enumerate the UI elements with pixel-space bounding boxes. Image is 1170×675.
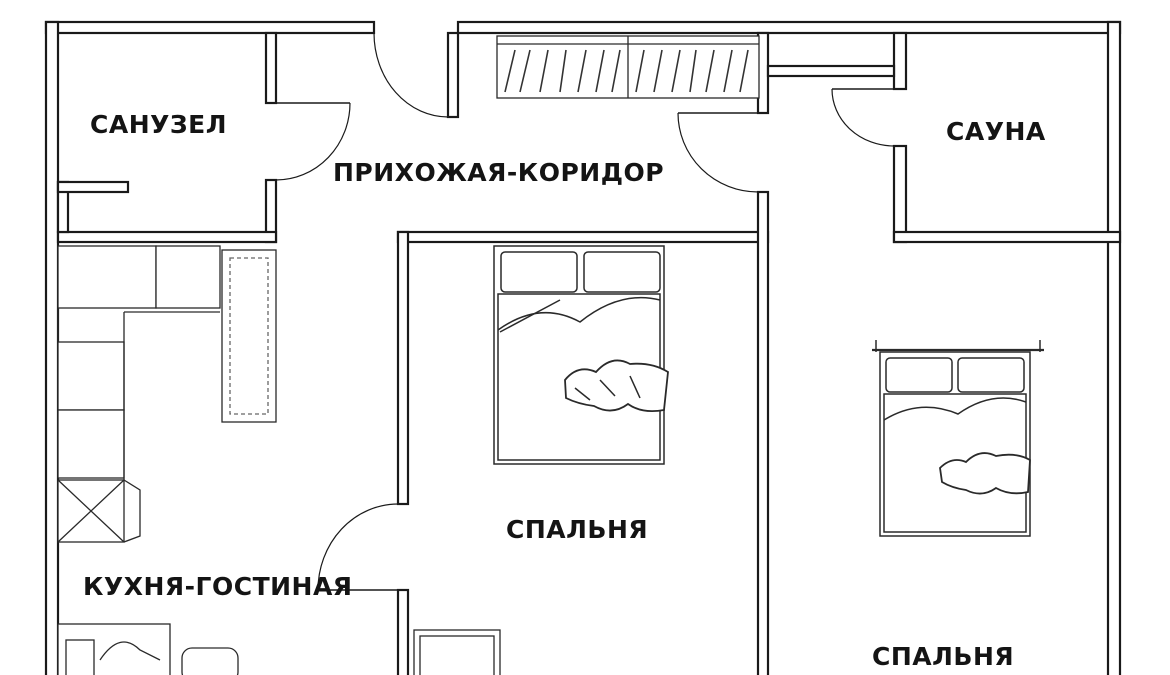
wall-outer-top-left: [44, 20, 376, 35]
wall-bathroom-right-top: [264, 31, 278, 105]
kitchen-counter-top-2: [155, 245, 221, 309]
wall-bathroom-bottom: [56, 230, 278, 244]
kitchen-armchair: [181, 647, 239, 675]
walls: [44, 20, 1122, 675]
wall-outer-left: [44, 20, 60, 675]
wardrobe-hangers-left: [504, 49, 621, 93]
door-bedroom1: [317, 503, 399, 591]
wardrobe: [496, 35, 760, 99]
bed-bedroom2: [872, 340, 1044, 537]
doors: [275, 32, 895, 591]
wall-bedroom1-left-bottom: [396, 588, 410, 675]
kitchen-furniture: [57, 245, 277, 675]
wall-sauna-left-lower: [892, 144, 908, 244]
room-label-bedroom-2: СПАЛЬНЯ: [872, 642, 1015, 671]
wall-sauna-left: [892, 31, 908, 91]
wall-niche: [766, 64, 896, 78]
wall-middle-lower: [756, 190, 770, 675]
room-label-hallway: ПРИХОЖАЯ-КОРИДОР: [333, 158, 665, 187]
room-label-bedroom-1: СПАЛЬНЯ: [506, 515, 649, 544]
wall-hall-mid: [446, 31, 460, 119]
wardrobe-hangers-right: [635, 49, 749, 93]
room-label-sauna: САУНА: [946, 117, 1046, 146]
door-entrance: [373, 32, 449, 118]
kitchen-counter-top: [57, 245, 157, 309]
wall-sauna-bottom: [892, 230, 1122, 244]
wall-bathroom-shaft-top: [56, 180, 130, 194]
wall-bedroom1-left-top: [396, 230, 410, 506]
desk-bedroom1: [413, 629, 501, 675]
kitchen-cabinet-2: [57, 409, 125, 479]
room-label-kitchen-living: КУХНЯ-ГОСТИНАЯ: [83, 572, 353, 601]
kitchen-sofa: [57, 623, 171, 675]
door-sauna: [831, 88, 895, 147]
bed-bedroom1: [493, 245, 669, 465]
wall-outer-right: [1106, 20, 1122, 675]
door-bathroom: [275, 102, 351, 181]
wall-bedroom1-top: [396, 230, 770, 244]
room-label-bathroom: САНУЗЕЛ: [90, 110, 227, 139]
kitchen-island: [221, 249, 277, 423]
wall-outer-top-right: [456, 20, 1122, 35]
kitchen-cabinet-1: [57, 341, 125, 411]
door-bedroom2: [677, 112, 759, 193]
